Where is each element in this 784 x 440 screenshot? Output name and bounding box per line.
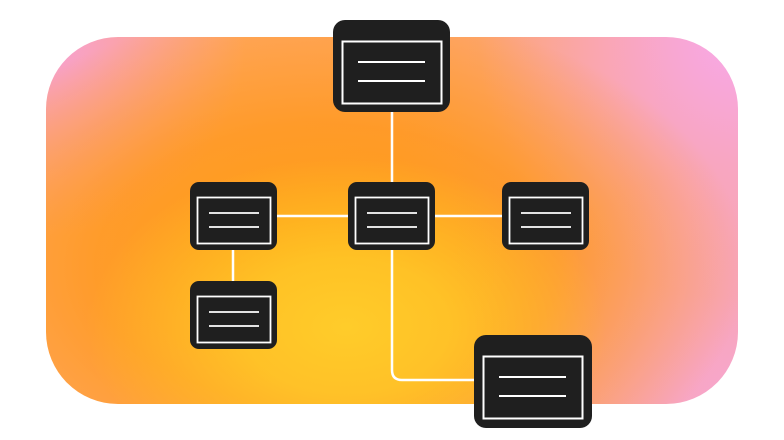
lines-icon [499, 376, 566, 397]
lines-icon [521, 212, 571, 228]
lines-icon [209, 311, 259, 327]
node-center[interactable] [348, 182, 435, 250]
node-bottom-right[interactable] [474, 335, 592, 428]
lines-icon [358, 61, 425, 82]
node-left[interactable] [190, 182, 277, 250]
lines-icon [209, 212, 259, 228]
connectors [231, 112, 502, 382]
node-top[interactable] [333, 20, 450, 112]
lines-icon [367, 212, 417, 228]
connector-center-bottomright [390, 250, 476, 382]
node-right[interactable] [502, 182, 589, 250]
node-lower-left[interactable] [190, 281, 277, 349]
